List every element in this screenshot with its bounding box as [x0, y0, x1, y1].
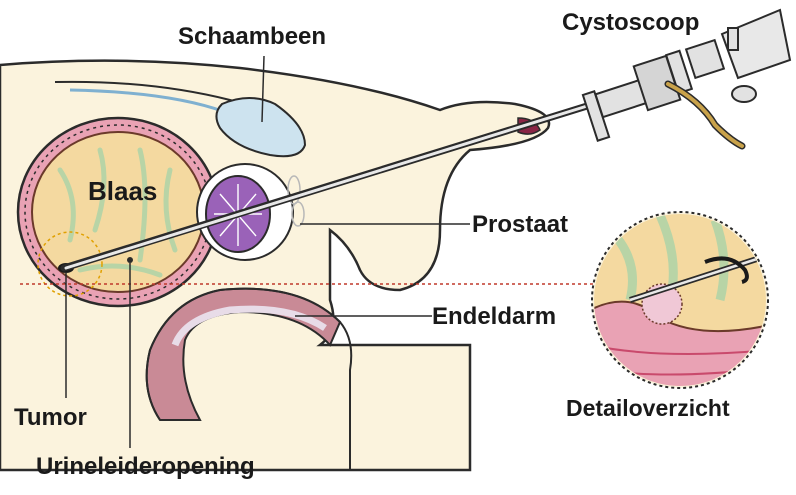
pubic-bone-label: Schaambeen — [178, 23, 326, 50]
ureteral-orifice — [127, 257, 133, 263]
cystoscope-label: Cystoscoop — [562, 9, 699, 36]
ureteral-orifice-label: Urineleideropening — [36, 453, 255, 480]
tumor-label: Tumor — [14, 404, 87, 431]
detail-view-label: Detailoverzicht — [566, 395, 730, 421]
bladder-label: Blaas — [88, 176, 157, 206]
prostate-label: Prostaat — [472, 211, 568, 238]
rectum-label: Endeldarm — [432, 303, 556, 330]
detail-view — [590, 210, 770, 390]
